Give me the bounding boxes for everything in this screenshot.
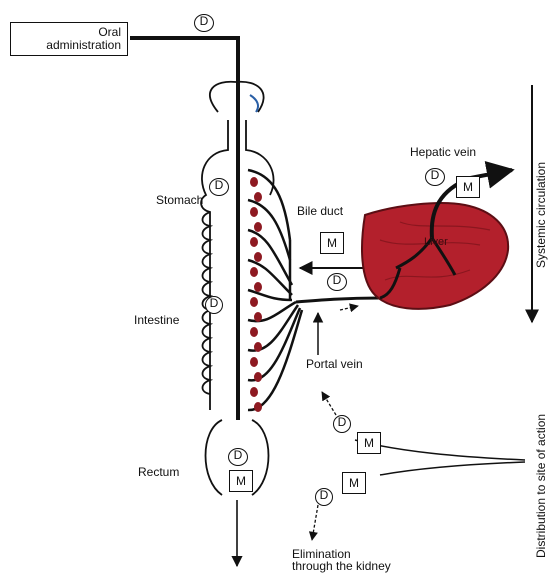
rectum-label: Rectum <box>138 466 179 479</box>
metabolite-symbol-elimination: M <box>342 472 366 494</box>
metabolite-symbol-rectum: M <box>229 470 253 492</box>
vessel-dot <box>254 222 262 232</box>
metabolite-symbol-distribution: M <box>357 432 381 454</box>
vessel-dot <box>254 282 262 292</box>
vessel-dot <box>250 387 258 397</box>
drug-symbol-rectum: D <box>228 448 248 466</box>
elimination-label: Elimination through the kidney <box>292 548 391 572</box>
metabolite-symbol-bile-duct: M <box>320 232 344 254</box>
systemic-circulation-label: Systemic circulation <box>534 162 548 268</box>
vessel-dot <box>250 237 258 247</box>
vessel-dot <box>250 267 258 277</box>
stomach-label: Stomach <box>156 194 203 207</box>
liver-shape <box>362 203 508 309</box>
distribution-label: Distribution to site of action <box>534 414 548 558</box>
oral-label-line2: administration <box>11 39 121 52</box>
drug-symbol-oral: D <box>194 14 214 32</box>
vessel-dot <box>254 402 262 412</box>
intestine-label: Intestine <box>134 314 179 327</box>
dashed-arrow-to-kidney <box>312 505 318 540</box>
liver-label: Liver <box>424 236 448 249</box>
vessel-dot <box>254 252 262 262</box>
vessel-dot <box>250 207 258 217</box>
portal-vein-line <box>296 298 380 302</box>
vessel-dot <box>254 372 262 382</box>
vessel-dot <box>250 357 258 367</box>
dashed-arrow-intestine-liver <box>340 306 358 310</box>
stomach-right-wall <box>246 120 274 195</box>
esophagus-blue-tint <box>250 95 258 112</box>
vessel-dot <box>254 342 262 352</box>
metabolite-symbol-hepatic: M <box>456 176 480 198</box>
drug-symbol-portal: D <box>327 273 347 291</box>
vessel-dot <box>250 297 258 307</box>
drug-symbol-hepatic: D <box>425 168 445 186</box>
elimination-label-line2: through the kidney <box>292 560 391 572</box>
vessel-dot <box>250 177 258 187</box>
drug-symbol-intestine: D <box>205 296 223 314</box>
dashed-arrow-portal-up <box>322 392 336 415</box>
drug-symbol-stomach: D <box>209 178 229 196</box>
vessel-dot <box>254 192 262 202</box>
portal-vein-label: Portal vein <box>306 358 363 371</box>
vessel-dot <box>254 312 262 322</box>
stomach-left-wall <box>201 120 228 410</box>
oral-administration-box: Oral administration <box>10 22 128 56</box>
drug-symbol-elimination: D <box>315 488 333 506</box>
vessel-dot <box>250 327 258 337</box>
bile-duct-label: Bile duct <box>297 205 343 218</box>
hepatic-vein-label: Hepatic vein <box>410 146 476 159</box>
distribution-line-2 <box>380 462 525 475</box>
drug-symbol-distribution: D <box>333 415 351 433</box>
oral-route-line <box>130 38 238 420</box>
